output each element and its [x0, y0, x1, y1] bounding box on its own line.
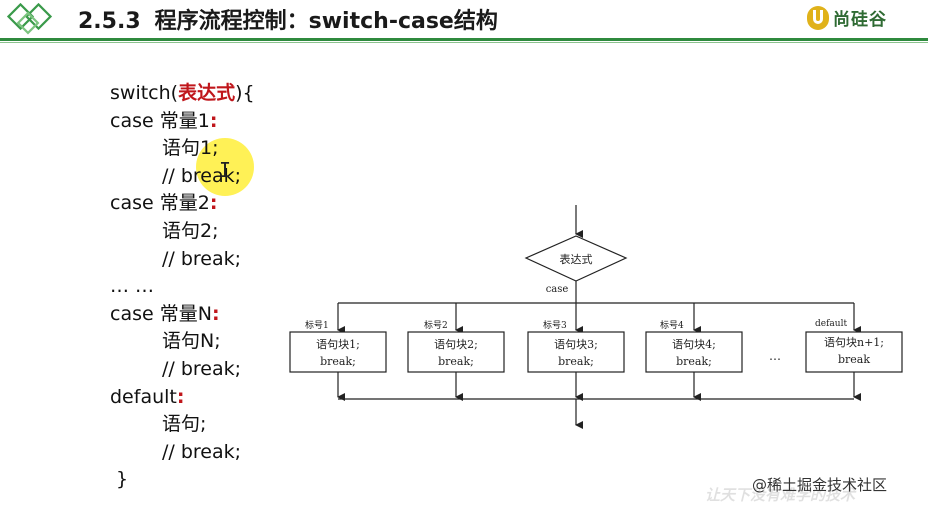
block-1-line2: break; — [320, 355, 356, 368]
code-line-stmt-default: 语句; — [162, 413, 207, 436]
block-3 — [527, 331, 625, 373]
header-divider — [0, 38, 928, 41]
code-line-breakN: // break; — [162, 357, 242, 380]
code-line-break1: // break; — [162, 164, 242, 187]
code-expression: 表达式 — [178, 82, 236, 104]
block-3-line2: break; — [558, 355, 594, 368]
slide-header: 2.5.3 程序流程控制：switch-case结构 尚硅谷 — [0, 0, 928, 38]
block-tag-default: default — [815, 319, 847, 329]
switch-code-block: switch(表达式){ case 常量1: 语句1; // break; ca… — [110, 80, 255, 494]
header-divider-thin — [0, 42, 928, 43]
cursor-highlight — [196, 138, 254, 196]
code-line-ellipsis: … … — [110, 275, 155, 298]
code-line-stmt2: 语句2; — [162, 219, 219, 242]
code-line-break2: // break; — [162, 247, 242, 270]
page-title: 2.5.3 程序流程控制：switch-case结构 — [78, 3, 498, 35]
code-line-stmtN: 语句N; — [162, 330, 221, 353]
code-line-break-default: // break; — [162, 440, 242, 463]
faint-slogan: 让天下没有难学的技术 — [705, 486, 856, 504]
block-1 — [289, 331, 387, 373]
code-line-case2: case 常量2: — [110, 192, 218, 215]
section-title: 程序流程控制：switch-case结构 — [154, 9, 498, 34]
block-default-line2: break — [838, 353, 870, 366]
code-line-stmt1: 语句1; — [162, 137, 219, 160]
block-1-line1: 语句块1; — [316, 338, 360, 351]
block-2-line2: break; — [438, 355, 474, 368]
block-3-line1: 语句块3; — [554, 338, 598, 351]
brand-logo: 尚硅谷 — [807, 5, 887, 30]
text-cursor-icon: I — [219, 158, 232, 182]
case-label: case — [546, 284, 569, 295]
diamond-label: 表达式 — [560, 252, 593, 266]
code-line-default: default: — [110, 385, 185, 408]
block-default — [805, 331, 903, 373]
diamond-logo-icon — [6, 2, 53, 35]
section-number: 2.5.3 — [78, 9, 141, 34]
block-4-line1: 语句块4; — [672, 338, 716, 351]
block-2-line1: 语句块2; — [434, 338, 478, 351]
code-line-caseN: case 常量N: — [110, 302, 220, 325]
block-tag-4: 标号4 — [660, 319, 684, 331]
block-2 — [407, 331, 505, 373]
watermark: @稀土掘金技术社区 — [752, 476, 888, 494]
brand-name: 尚硅谷 — [833, 10, 887, 30]
block-4-line2: break; — [676, 355, 712, 368]
code-line-close: } — [116, 468, 129, 491]
code-line-switch: switch(表达式){ — [110, 82, 255, 104]
flow-ellipsis: … — [769, 349, 781, 363]
block-4 — [645, 331, 743, 373]
brand-u-icon — [807, 5, 829, 30]
code-line-case1: case 常量1: — [110, 109, 218, 132]
block-default-line1: 语句块n+1; — [824, 336, 884, 349]
block-tag-1: 标号1 — [305, 319, 329, 331]
block-tag-3: 标号3 — [543, 319, 567, 331]
block-tag-2: 标号2 — [424, 319, 448, 331]
